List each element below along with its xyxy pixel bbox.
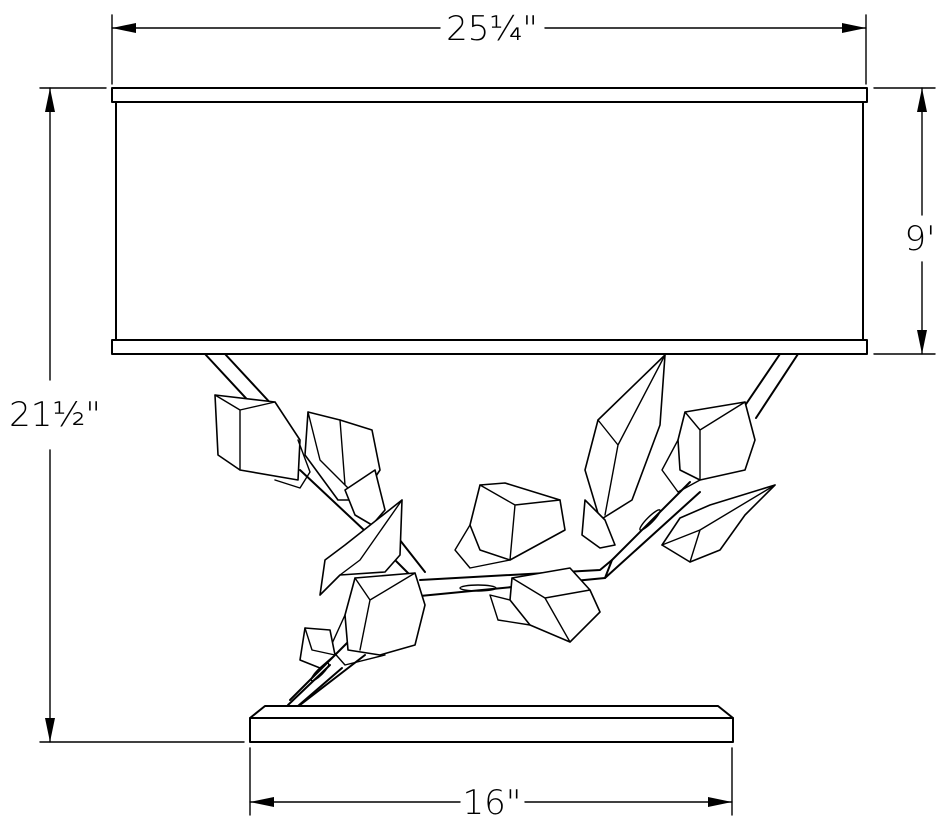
arrow-left-icon (250, 797, 274, 807)
lamp-shade (111, 87, 868, 355)
leaf-crystal-facets (329, 572, 416, 666)
leaf-crystal-facets (489, 577, 591, 643)
leaf-crystal-facets (661, 484, 776, 563)
base-width-label: 16" (463, 783, 522, 819)
arrow-up-icon (917, 88, 927, 112)
arrow-right-icon (842, 23, 866, 33)
arrow-right-icon (708, 797, 732, 807)
shade-body (115, 101, 864, 341)
lamp-base (249, 705, 734, 743)
arrow-up-icon (45, 88, 55, 112)
leaf-crystal (214, 394, 301, 481)
leaf-crystal-facets (214, 394, 311, 489)
branch-knot (459, 584, 497, 592)
leaf-crystal-facets (339, 499, 403, 576)
leaf-crystal (469, 482, 566, 561)
branch-right (604, 481, 701, 579)
right-support-arm (741, 353, 799, 419)
base-block (249, 717, 734, 743)
crystal-leaves (214, 354, 776, 669)
leaf-crystal-facets (454, 484, 561, 569)
leaf-crystal (584, 354, 666, 521)
shade-top-band (111, 87, 868, 103)
arrow-down-icon (45, 718, 55, 742)
top-width-dimension: 25¼" (111, 9, 867, 85)
leaf-crystal (661, 484, 776, 563)
branch-lower-knot (310, 662, 330, 682)
leaf-crystal (509, 567, 601, 643)
leaf-crystal-facets (661, 401, 746, 493)
base-top-bevel (249, 705, 734, 719)
overall-height-dimension: 21½" (9, 87, 245, 743)
leaf-crystal (344, 469, 386, 526)
leaf-crystal (319, 499, 403, 596)
stem (287, 664, 343, 707)
overall-height-label: 21½" (9, 395, 101, 435)
shade-height-label: 9' (905, 219, 936, 259)
leaf-crystal (581, 499, 616, 549)
leaf-crystal-facets (304, 627, 336, 656)
leaf-crystal (677, 401, 756, 481)
top-width-label: 25¼" (446, 9, 538, 49)
base-width-dimension: 16" (249, 747, 733, 819)
arrow-down-icon (917, 330, 927, 354)
leaf-crystal-facets (597, 354, 666, 516)
shade-bottom-band (111, 339, 868, 355)
branch-right-knot (639, 509, 661, 531)
leaf-crystal (299, 627, 336, 669)
leaf-crystal (344, 572, 426, 656)
shade-height-dimension: 9' (873, 87, 936, 355)
arrow-left-icon (112, 23, 136, 33)
